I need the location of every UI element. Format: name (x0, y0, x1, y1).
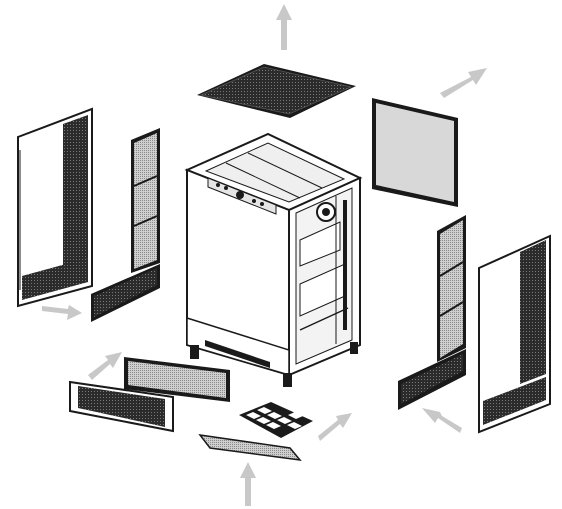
arrow-front-upleft (88, 352, 122, 380)
right-side-glass-panel (372, 98, 458, 207)
top-dust-filter (197, 64, 356, 118)
bottom-dust-filter (198, 402, 313, 461)
arrow-up-top (276, 4, 292, 50)
arrow-up-bottom (240, 462, 256, 506)
arrow-up-right (440, 68, 487, 98)
front-lower-cover (69, 380, 174, 433)
left-side-filter (131, 128, 160, 273)
right-side-panel (478, 234, 551, 434)
right-side-filter (437, 215, 466, 362)
chassis (184, 132, 363, 387)
left-lower-filter (91, 264, 160, 322)
front-lower-filter (124, 357, 230, 402)
arrow-right-lower-left (422, 408, 462, 433)
right-lower-filter (398, 349, 466, 410)
arrow-left-panel-right (42, 305, 82, 320)
arrow-bottom-right (318, 413, 352, 441)
left-side-panel (17, 107, 93, 308)
